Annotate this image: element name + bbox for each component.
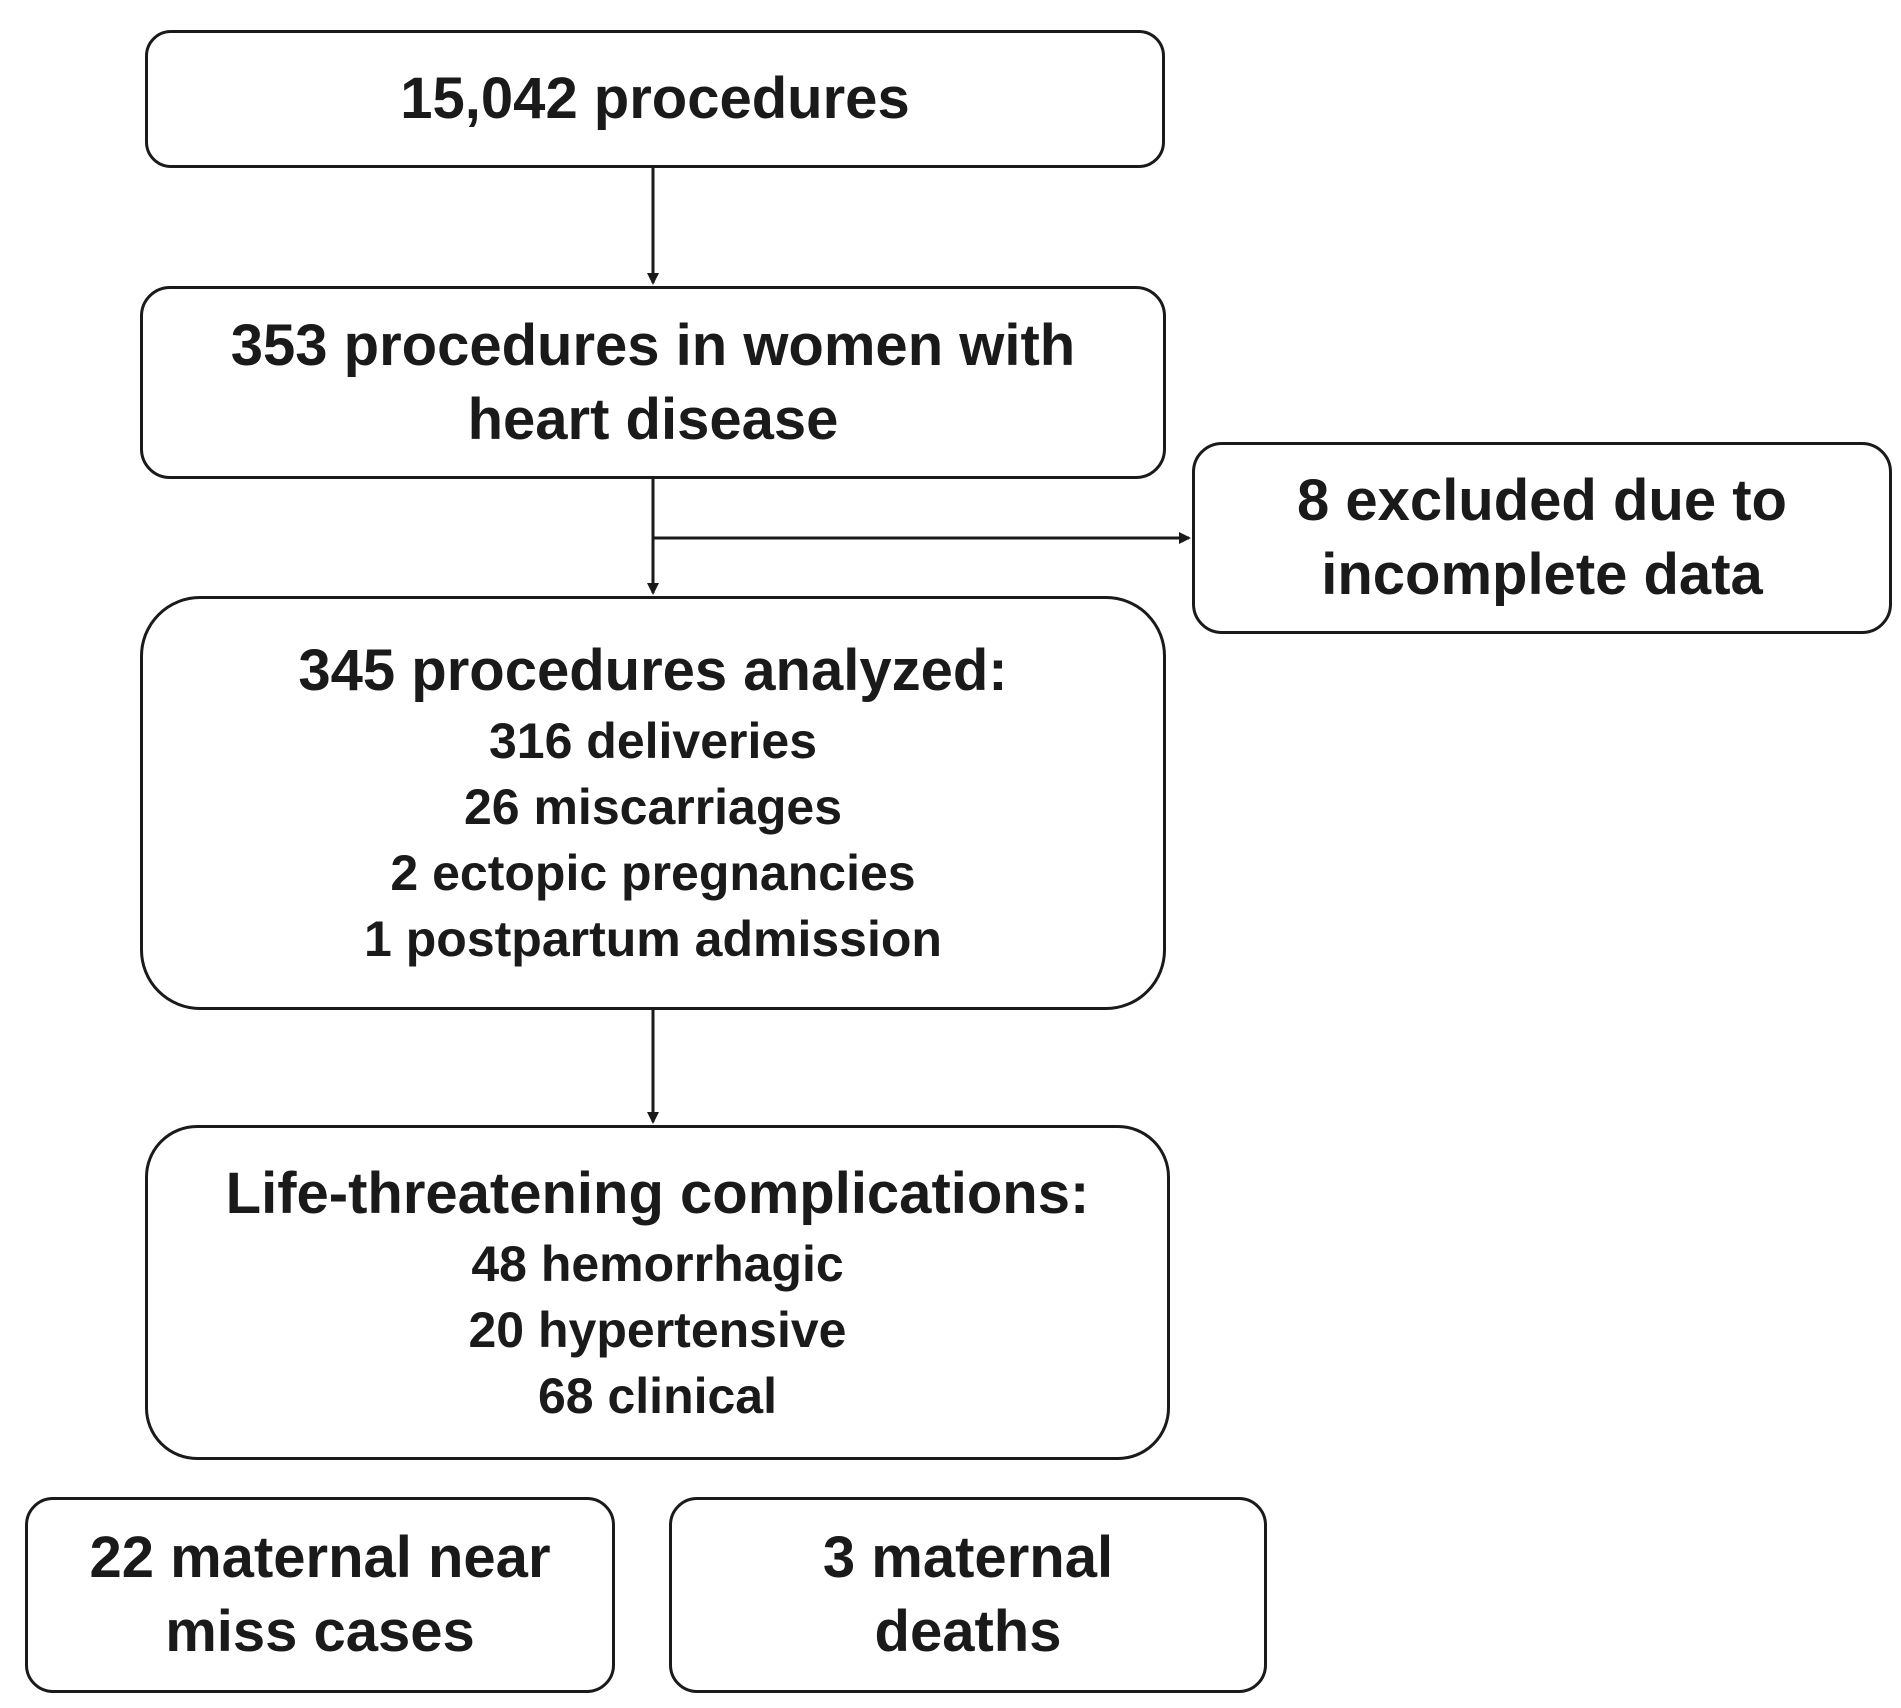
total-procedures-box: 15,042 procedures (145, 30, 1165, 168)
maternal-deaths-line: deaths (874, 1599, 1062, 1664)
maternal-deaths-box: 3 maternal deaths (669, 1497, 1267, 1693)
maternal-deaths-line: 3 maternal (822, 1525, 1114, 1590)
complications-item: 48 hemorrhagic (471, 1235, 844, 1292)
heart-disease-line: heart disease (467, 386, 839, 452)
near-miss-line: miss cases (165, 1599, 475, 1664)
complications-heading: Life-threatening complications: (225, 1160, 1090, 1226)
analyzed-item: 26 miscarriages (463, 779, 843, 835)
analyzed-heading: 345 procedures analyzed: (298, 638, 1008, 703)
analyzed-item: 1 postpartum admission (364, 911, 942, 967)
complications-item: 68 clinical (537, 1367, 778, 1424)
analyzed-item: 2 ectopic pregnancies (390, 845, 916, 901)
heart-disease-line: 353 procedures in women with (230, 312, 1076, 378)
analyzed-box: 345 procedures analyzed: 316 deliveries … (140, 596, 1166, 1010)
heart-disease-box: 353 procedures in women with heart disea… (140, 286, 1166, 479)
excluded-box: 8 excluded due to incomplete data (1192, 442, 1892, 634)
analyzed-item: 316 deliveries (488, 713, 818, 769)
excluded-line: 8 excluded due to (1297, 468, 1787, 533)
total-procedures-text: 15,042 procedures (400, 66, 910, 131)
excluded-line: incomplete data (1321, 542, 1763, 607)
near-miss-box: 22 maternal near miss cases (25, 1497, 615, 1693)
complications-item: 20 hypertensive (468, 1301, 847, 1358)
complications-box: Life-threatening complications: 48 hemor… (145, 1125, 1170, 1460)
near-miss-line: 22 maternal near (89, 1525, 551, 1590)
